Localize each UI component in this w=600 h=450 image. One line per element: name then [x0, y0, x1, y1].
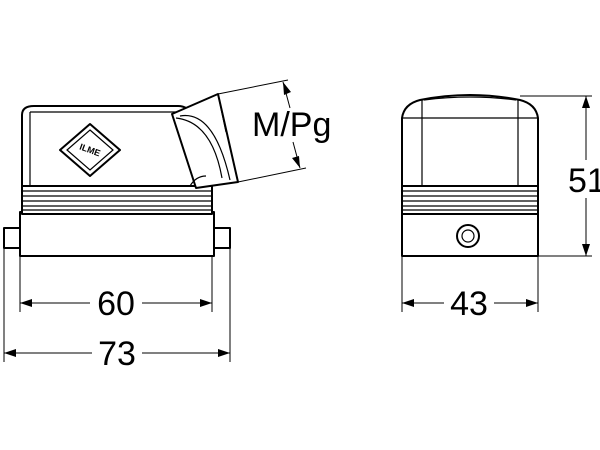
dimension-73: 73 — [3, 248, 231, 373]
dimension-entry: M/Pg — [217, 79, 331, 183]
dimension-51: 51 — [520, 95, 600, 257]
front-view — [401, 94, 539, 257]
dimension-60: 60 — [19, 256, 213, 323]
side-thread-lines — [22, 190, 212, 211]
front-thread-lines — [402, 190, 538, 211]
dimension-43: 43 — [401, 256, 539, 323]
side-base — [19, 211, 215, 257]
dim-entry-label: M/Pg — [252, 106, 331, 144]
dim-43-label: 43 — [450, 285, 488, 323]
side-view: ILME — [3, 93, 239, 257]
dim-51-label: 51 — [568, 162, 600, 200]
dim-60-label: 60 — [97, 285, 135, 323]
front-screw-hole — [456, 224, 480, 248]
ilme-logo: ILME — [59, 123, 121, 177]
cable-entry — [171, 93, 239, 189]
dim-73-label: 73 — [98, 335, 136, 373]
